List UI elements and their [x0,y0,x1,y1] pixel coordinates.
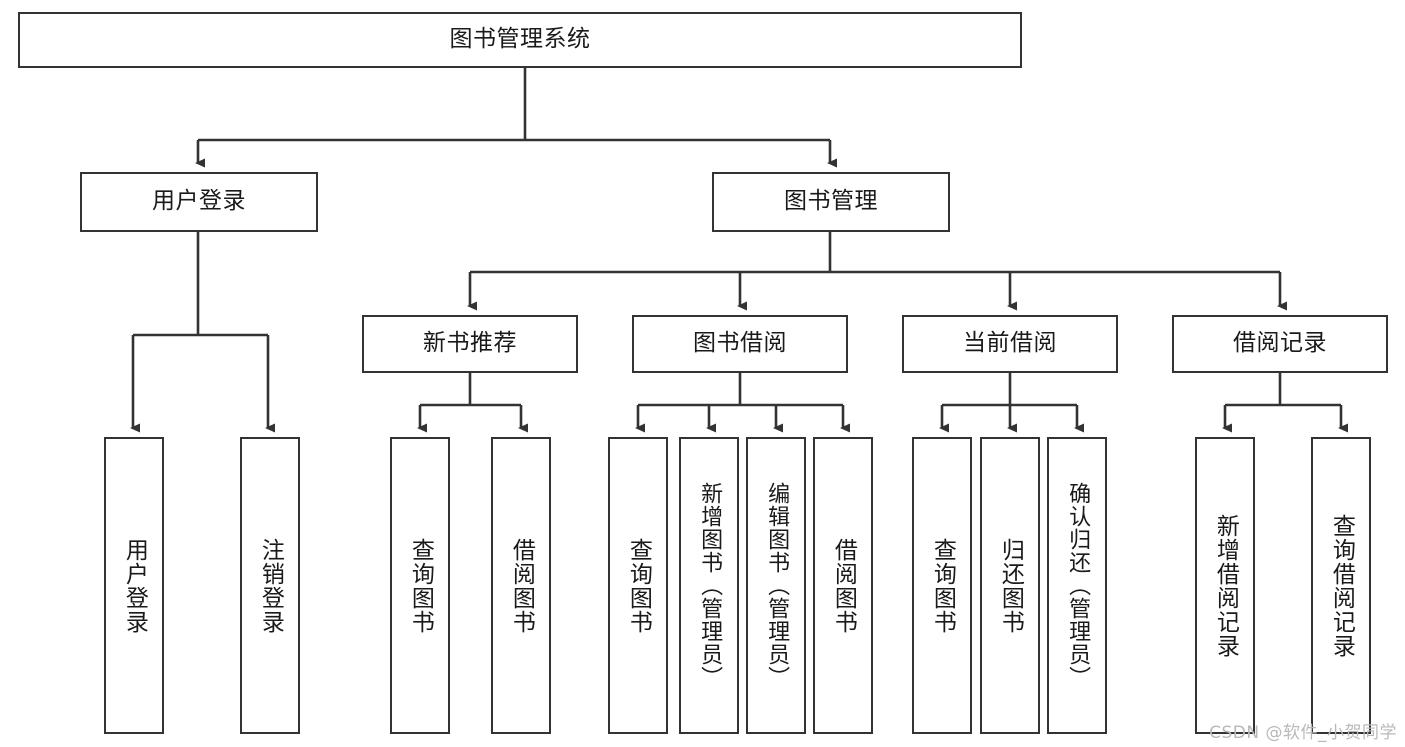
node-label: 编辑图书（管理员） [764,482,790,689]
node-label: 查询图书 [625,537,652,634]
node-label: 图书借阅 [693,330,787,357]
node-label: 查询图书 [929,537,956,634]
node-label: 图书管理 [784,188,878,215]
node-current-borrow[interactable]: 当前借阅 [902,315,1118,373]
leaf-query-book-current[interactable]: 查询图书 [912,437,972,734]
node-label: 新增借阅记录 [1212,513,1239,658]
node-label: 当前借阅 [963,330,1057,357]
node-label: 归还图书 [997,537,1024,634]
leaf-return-book[interactable]: 归还图书 [980,437,1040,734]
node-book-borrow[interactable]: 图书借阅 [632,315,848,373]
leaf-borrow-book[interactable]: 借阅图书 [813,437,873,734]
node-label: 新书推荐 [423,330,517,357]
node-borrow-record[interactable]: 借阅记录 [1172,315,1388,373]
node-label: 查询借阅记录 [1328,513,1355,658]
node-label: 借阅图书 [830,537,857,634]
node-label: 新增图书（管理员） [697,482,723,689]
leaf-edit-book-admin[interactable]: 编辑图书（管理员） [746,437,806,734]
node-book-management[interactable]: 图书管理 [712,172,950,232]
leaf-query-borrow-record[interactable]: 查询借阅记录 [1311,437,1371,734]
leaf-confirm-return-admin[interactable]: 确认归还（管理员） [1047,437,1107,734]
node-label: 用户登录 [152,188,246,215]
node-label: 确认归还（管理员） [1065,482,1091,689]
node-label: 查询图书 [407,537,434,634]
node-label: 图书管理系统 [449,26,591,53]
node-label: 用户登录 [121,537,148,634]
leaf-query-book-borrow[interactable]: 查询图书 [608,437,668,734]
node-label: 注销登录 [257,537,284,634]
leaf-borrow-book-recommend[interactable]: 借阅图书 [491,437,551,734]
node-new-book-recommend[interactable]: 新书推荐 [362,315,578,373]
leaf-add-borrow-record[interactable]: 新增借阅记录 [1195,437,1255,734]
leaf-add-book-admin[interactable]: 新增图书（管理员） [679,437,739,734]
node-root-library-system[interactable]: 图书管理系统 [18,12,1022,68]
leaf-logout[interactable]: 注销登录 [240,437,300,734]
csdn-watermark: CSDN @软件_小贺同学 [1209,723,1397,743]
node-label: 借阅记录 [1233,330,1327,357]
node-user-login[interactable]: 用户登录 [80,172,318,232]
leaf-user-login[interactable]: 用户登录 [104,437,164,734]
node-label: 借阅图书 [508,537,535,634]
leaf-query-book-recommend[interactable]: 查询图书 [390,437,450,734]
